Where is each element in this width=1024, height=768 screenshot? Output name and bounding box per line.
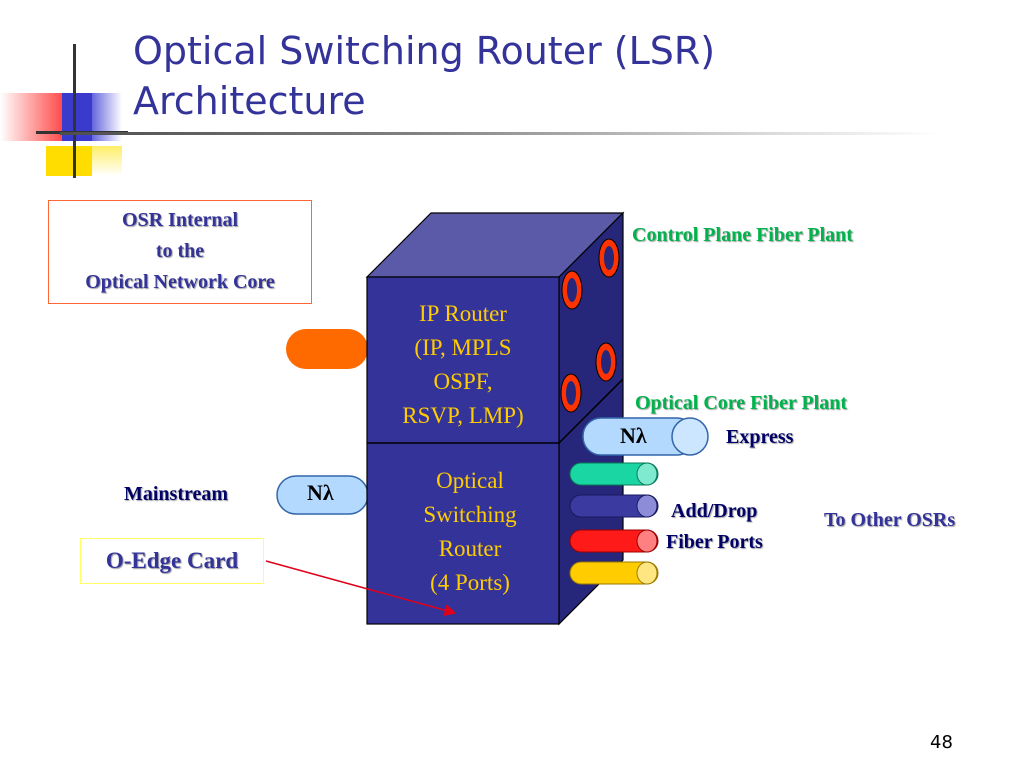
optical-switching-text: Optical Switching Router (4 Ports) (367, 464, 573, 600)
ip-router-line-1: IP Router (419, 301, 507, 326)
o-edge-card-arrow (265, 560, 457, 616)
router-front-face (366, 276, 560, 625)
slide-title-line-2: Architecture (133, 79, 366, 123)
osr-internal-line-3: Optical Network Core (85, 271, 275, 293)
corner-graphic (0, 0, 130, 180)
page-number: 48 (930, 732, 953, 753)
slide-title-line-1: Optical Switching Router (LSR) (133, 29, 716, 73)
optical-switching-line-3: Router (438, 536, 502, 561)
ip-router-line-2: (IP, MPLS (414, 335, 512, 360)
add-drop-label-line-1: Add/Drop (671, 500, 758, 522)
o-edge-card-callout: O-Edge Card (80, 538, 264, 584)
control-plane-port-2 (561, 270, 583, 310)
fiber-port-red (569, 529, 659, 553)
internal-core-connector (286, 329, 368, 369)
router-side-divider (558, 378, 624, 444)
express-connector (582, 417, 709, 456)
slide-title: Optical Switching Router (LSR) Architect… (133, 26, 893, 126)
ip-router-text: IP Router (IP, MPLS OSPF, RSVP, LMP) (367, 297, 559, 433)
ip-router-line-4: RSVP, LMP) (402, 403, 524, 428)
fiber-port-navy (569, 494, 659, 518)
mainstream-n-lambda-label: Nλ (307, 480, 334, 505)
express-label: Express (726, 426, 794, 448)
title-divider (60, 132, 940, 135)
osr-internal-line-1: OSR Internal (121, 209, 239, 231)
optical-switching-line-2: Switching (423, 502, 517, 527)
osr-internal-line-2: to the (155, 240, 205, 262)
corner-yellow-fade (92, 146, 122, 176)
corner-vertical-line (73, 44, 76, 178)
add-drop-label-line-2: Fiber Ports (666, 531, 763, 553)
optical-switching-line-1: Optical (436, 468, 504, 493)
control-plane-port-1 (598, 238, 620, 278)
express-n-lambda-label: Nλ (620, 423, 647, 448)
control-plane-port-3 (595, 342, 617, 382)
control-plane-label: Control Plane Fiber Plant (632, 224, 853, 246)
ip-router-line-3: OSPF, (433, 369, 493, 394)
optical-switching-line-4: (4 Ports) (430, 570, 510, 595)
optical-core-label: Optical Core Fiber Plant (635, 392, 848, 414)
mainstream-label: Mainstream (124, 483, 229, 505)
to-other-osrs-label: To Other OSRs (824, 509, 956, 531)
fiber-port-teal (569, 462, 659, 486)
osr-internal-callout: OSR Internal to the Optical Network Core (48, 200, 312, 304)
control-plane-port-4 (560, 373, 582, 413)
corner-yellow-block (46, 146, 92, 176)
fiber-port-yellow (569, 561, 659, 585)
